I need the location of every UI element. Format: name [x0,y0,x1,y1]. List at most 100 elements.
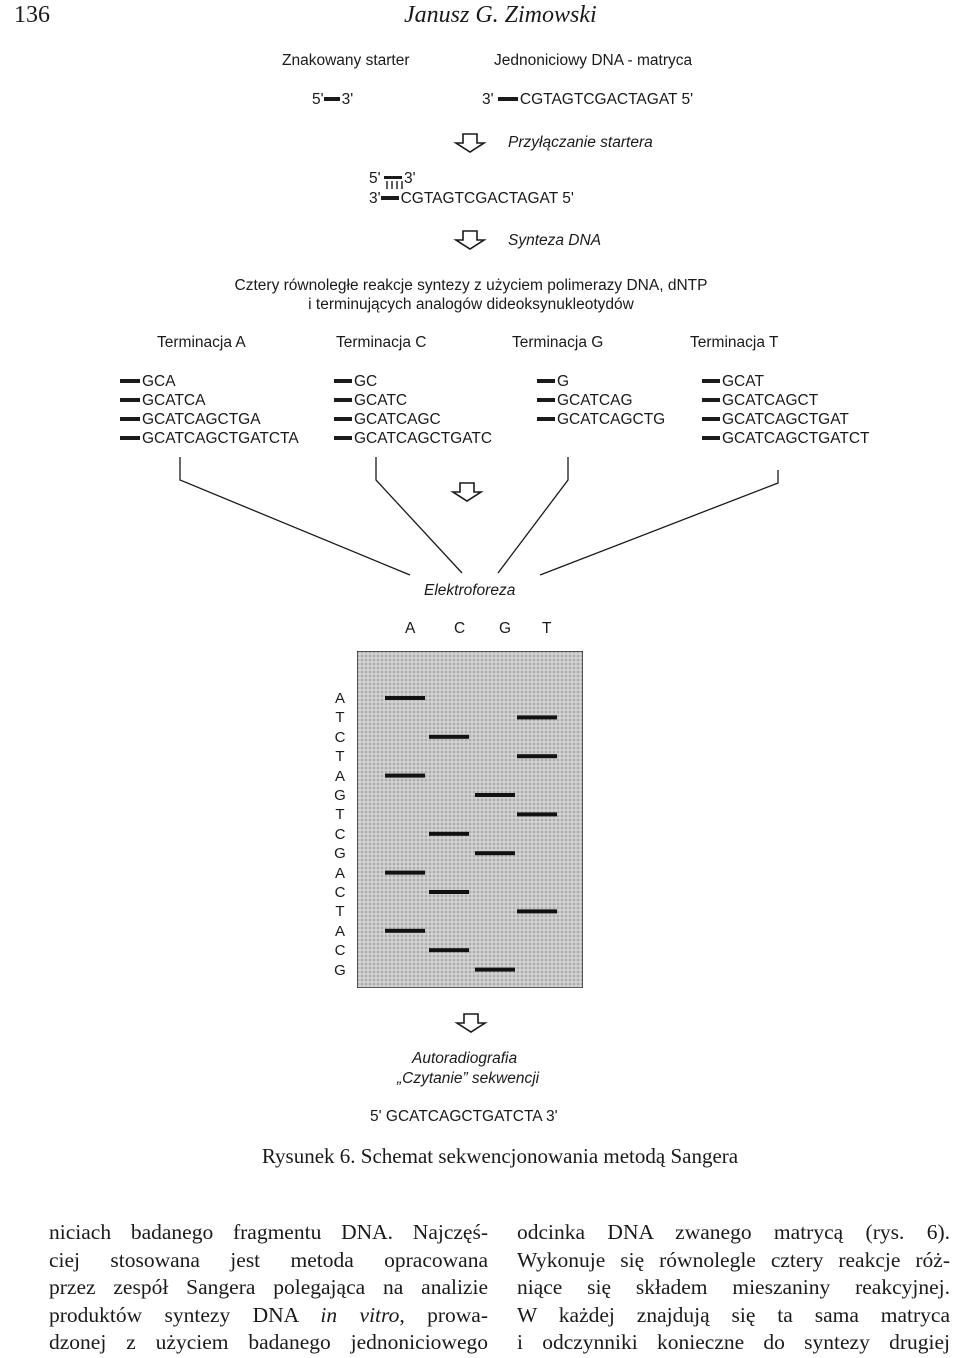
ladder-base: A [334,767,345,785]
gel-band [517,812,557,817]
annealed-bottom-sequence: CGTAGTCGACTAGAT 5' [400,190,574,207]
template-sequence: CGTAGTCGACTAGAT 5' [519,91,694,108]
text-line: W każdej znajdują się ta sama matryca [517,1302,950,1327]
running-header-author: Janusz G. Zimowski [404,2,597,28]
text-line: niące się składem mieszaniny reakcyjnej. [517,1275,950,1299]
ladder-base: T [335,806,345,824]
ladder-base: G [334,845,346,863]
lane-label-c: C [454,620,466,637]
ladder-base: A [334,864,345,882]
step-annealing-label: Przyłączanie startera [508,134,653,151]
gel-band [517,909,557,914]
body-text-right-column: odcinka DNA zwanego matrycą (rys. 6). Wy… [517,1219,950,1357]
down-arrow-icon [450,482,484,502]
pooling-lines [179,457,779,576]
annealed-template-bar [380,196,399,200]
template-3-end: 3' [482,91,494,108]
gel-band [429,890,469,894]
ladder-base: G [334,787,346,804]
annealed-top-3: 3' [404,170,416,187]
gel-band [517,754,557,759]
text-line: dzonej z użyciem badanego jednoniciowego [49,1330,488,1354]
ladder-base: G [334,961,346,979]
termination-a-title: Terminacja A [157,334,246,351]
gel-band [385,773,425,778]
down-arrow-icon [453,133,487,153]
termination-c-fragments: GC GCATC GCATCAGC GCATCAGCTGATC [334,372,492,448]
fragment-line: GCATCAGCTGATCTA [120,429,299,448]
primer-bar [323,97,340,101]
gel-band [385,928,425,933]
termination-c-title: Terminacja C [336,334,427,351]
template-bar [497,97,518,101]
text-line: przez zespół Sangera polegająca na anali… [49,1275,488,1299]
annealed-top-5: 5' [369,170,381,187]
fragment-line: GCATCAGCT [702,391,870,410]
termination-t-fragments: GCAT GCATCAGCT GCATCAGCTGAT GCATCAGCTGAT… [702,372,870,448]
fragment-line: GCATCAGC [334,410,492,429]
gel-band [385,870,425,875]
ladder-base: T [335,903,345,921]
gel-band [429,734,469,739]
fragment-line: GCA [120,372,299,391]
gel-image [357,651,583,988]
termination-g-title: Terminacja G [512,334,604,351]
down-arrow-icon [454,1013,488,1033]
text-line: niciach badanego fragmentu DNA. Najczęś- [49,1220,488,1244]
fragment-line: G [537,372,665,391]
ladder-base: C [334,825,346,843]
template-strand: 3' CGTAGTCGACTAGAT 5' [482,91,693,109]
body-text-left-column: niciach badanego fragmentu DNA. Najczęś-… [49,1219,488,1357]
annealed-bottom-strand: 3' CGTAGTCGACTAGAT 5' [369,190,574,208]
text-line: produktów syntezy DNA in vitro, prowa- [49,1302,488,1327]
primer-3-end: 3' [341,91,354,108]
step-autoradiography-label: Autoradiografia [412,1050,518,1067]
fragment-line: GCATCAG [537,391,665,410]
fragment-line: GC [334,372,492,391]
fragment-line: GCATCA [120,391,299,410]
lane-label-g: G [499,620,512,637]
fragment-line: GCATCAGCTGAT [702,410,870,429]
fragment-line: GCAT [702,372,870,391]
ladder-base: C [334,942,346,960]
ladder-base: C [334,884,346,901]
text-line: ciej stosowana jest metoda opracowana [49,1247,488,1272]
template-label: Jednoniciowy DNA - matryca [494,52,693,69]
ladder-base: C [334,728,346,746]
termination-g-fragments: G GCATCAG GCATCAGCTG [537,372,665,429]
page-number: 136 [14,2,50,28]
reactions-description-line2: i terminujących analogów dideoksynukleot… [308,296,634,313]
ladder-base: T [335,748,345,766]
gel-band [429,948,469,953]
result-sequence: 5' GCATCAGCTGATCTA 3' [370,1108,558,1125]
gel-band [429,831,469,836]
step-reading-label: „Czytanie” sekwencji [397,1070,540,1087]
text-line: Wykonuje się równolegle cztery reakcje r… [517,1247,950,1272]
termination-a-fragments: GCA GCATCA GCATCAGCTGA GCATCAGCTGATCTA [120,372,299,448]
annealed-primer-bar [384,176,402,179]
lane-label-a: A [405,620,416,637]
text-line: i odczynniki konieczne do syntezy drugie… [517,1330,950,1354]
step-synthesis-label: Synteza DNA [508,232,602,249]
reactions-description-line1: Cztery równoległe reakcje syntezy z użyc… [234,277,708,294]
fragment-line: GCATC [334,391,492,410]
lane-label-t: T [542,620,552,637]
fragment-line: GCATCAGCTGA [120,410,299,429]
ladder-base: A [334,690,345,707]
step-electrophoresis-label: Elektroforeza [424,582,516,599]
labeled-primer-label: Znakowany starter [282,52,410,69]
annealed-bottom-3: 3' [369,190,381,207]
hydrogen-bonds-icon [386,181,403,189]
figure-caption: Rysunek 6. Schemat sekwencjonowania meto… [261,1144,739,1168]
text-line: odcinka DNA zwanego matrycą (rys. 6). [517,1220,950,1244]
sequencing-gel [357,651,583,988]
gel-band [517,715,557,720]
primer-strand: 5' 3' [312,91,353,109]
primer-5-end: 5' [312,91,324,108]
ladder-base: A [334,922,345,940]
termination-t-title: Terminacja T [690,334,779,351]
fragment-line: GCATCAGCTG [537,410,665,429]
fragment-line: GCATCAGCTGATCT [702,429,870,448]
italic-term: in vitro [320,1302,400,1327]
gel-band [475,851,515,856]
